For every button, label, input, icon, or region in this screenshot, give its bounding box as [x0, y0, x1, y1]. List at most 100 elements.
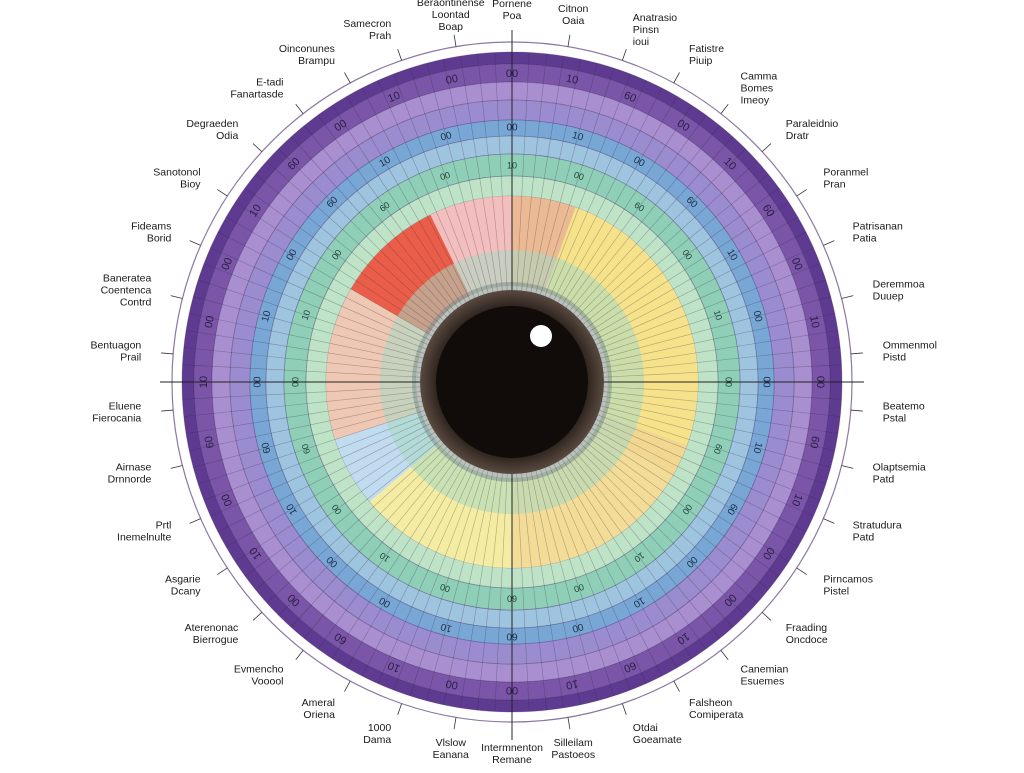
- zone-label-line: Olaptsemia: [873, 461, 926, 473]
- label-tick: [170, 295, 183, 299]
- outer-ring-glyph: 10: [386, 659, 402, 675]
- zone-label-line: Borid: [147, 233, 172, 245]
- middle-ring-glyph: 10: [631, 594, 647, 609]
- radial-spoke: [551, 451, 678, 668]
- radial-spoke: [528, 59, 581, 304]
- outer-ring-glyph: 00: [445, 677, 459, 691]
- radial-spoke: [183, 390, 433, 417]
- label-tick: [622, 703, 627, 716]
- zone-label-line: Intermnenton: [481, 742, 543, 754]
- zone-label-line: Goeamate: [633, 734, 682, 746]
- outer-ring-glyph: 60: [760, 202, 777, 219]
- label-tick: [720, 103, 729, 114]
- radial-spoke: [590, 313, 835, 366]
- inner-ring-glyph: 00: [290, 377, 300, 387]
- outer-ring-glyph: 00: [506, 68, 518, 80]
- zone-label-line: Prtl: [156, 519, 172, 531]
- radial-spoke: [589, 402, 831, 468]
- outer-ring-glyph: 60: [807, 435, 821, 449]
- outer-ring-glyph: 00: [219, 492, 235, 508]
- zone-label-line: Anatrasio: [633, 12, 678, 24]
- radial-spoke: [555, 448, 692, 659]
- middle-ring-glyph: 00: [760, 376, 771, 388]
- middle-ring-glyph: 00: [377, 594, 393, 609]
- middle-ring-glyph: 10: [439, 620, 453, 634]
- middle-ring-glyph: 10: [378, 154, 394, 169]
- sector-yellow-lower-right: [512, 414, 687, 568]
- inner-ring-glyph: 00: [439, 170, 452, 183]
- radial-spoke: [581, 421, 798, 548]
- radial-spoke: [290, 441, 459, 628]
- zone-label-line: Brampu: [298, 55, 335, 67]
- radial-spoke: [590, 398, 835, 451]
- radial-spoke: [346, 451, 473, 668]
- zone-label-line: Dratr: [786, 130, 810, 142]
- zone-label-line: Pastoeos: [551, 749, 595, 761]
- zone-label-line: Oaia: [562, 15, 584, 27]
- inner-ring-glyph: 00: [330, 248, 344, 262]
- radial-spoke: [361, 453, 476, 677]
- zone-label-line: 1000: [368, 722, 392, 734]
- radial-spoke: [562, 125, 720, 321]
- zone-label-line: Bioy: [180, 179, 201, 191]
- inner-ring-glyph: 10: [300, 309, 313, 322]
- zone-label-line: Patia: [853, 233, 877, 245]
- radial-spoke: [548, 453, 663, 677]
- zone-label-line: Samecron: [343, 18, 391, 30]
- label-tick: [796, 189, 807, 197]
- radial-spoke: [551, 96, 678, 313]
- radial-spoke: [573, 174, 769, 332]
- radial-spoke: [235, 202, 446, 339]
- radial-spoke: [198, 279, 437, 358]
- zone-label-line: Vooool: [251, 676, 283, 688]
- zone-label-line: Dcany: [171, 585, 202, 597]
- zone-label-line: Pornene: [492, 0, 532, 10]
- label-tick: [841, 295, 854, 299]
- middle-ring-glyph: 10: [260, 309, 274, 323]
- outer-ring-glyph: 00: [203, 315, 217, 329]
- inner-ring-glyph: 00: [724, 377, 734, 387]
- zone-label-line: Airnase: [116, 461, 152, 473]
- radial-spoke: [226, 216, 443, 343]
- zone-label-line: Dama: [363, 734, 391, 746]
- label-tick: [720, 650, 729, 661]
- zone-label-line: Eluene: [109, 401, 142, 413]
- label-tick: [823, 240, 835, 246]
- radial-spoke: [235, 425, 446, 562]
- label-tick: [823, 518, 835, 524]
- label-tick: [453, 717, 457, 730]
- zone-label-line: Citnon: [558, 3, 589, 15]
- radial-spoke: [346, 96, 473, 313]
- zone-label-line: Ameral: [302, 697, 335, 709]
- radial-spoke: [515, 461, 530, 712]
- radial-spoke: [317, 446, 466, 650]
- label-tick: [295, 650, 304, 661]
- middle-ring-glyph: 60: [506, 630, 518, 641]
- inner-ring-glyph: 00: [573, 582, 586, 595]
- radial-spoke: [203, 410, 438, 501]
- radial-spoke: [278, 438, 456, 616]
- radial-spoke: [377, 80, 480, 310]
- radial-spoke: [532, 63, 598, 305]
- inner-ring-glyph: 10: [712, 309, 725, 322]
- radial-spoke: [590, 394, 838, 434]
- light-reflection-icon: [530, 325, 552, 347]
- outer-ring-glyph: 10: [789, 492, 805, 508]
- pupil: [436, 306, 588, 458]
- zone-label-line: Beraontinense: [417, 0, 485, 9]
- radial-spoke: [217, 231, 441, 346]
- zone-label-line: Fatistre: [689, 43, 724, 55]
- radial-spoke: [571, 160, 758, 329]
- outer-ring-glyph: 10: [807, 315, 821, 329]
- inner-ring-glyph: 60: [632, 200, 646, 214]
